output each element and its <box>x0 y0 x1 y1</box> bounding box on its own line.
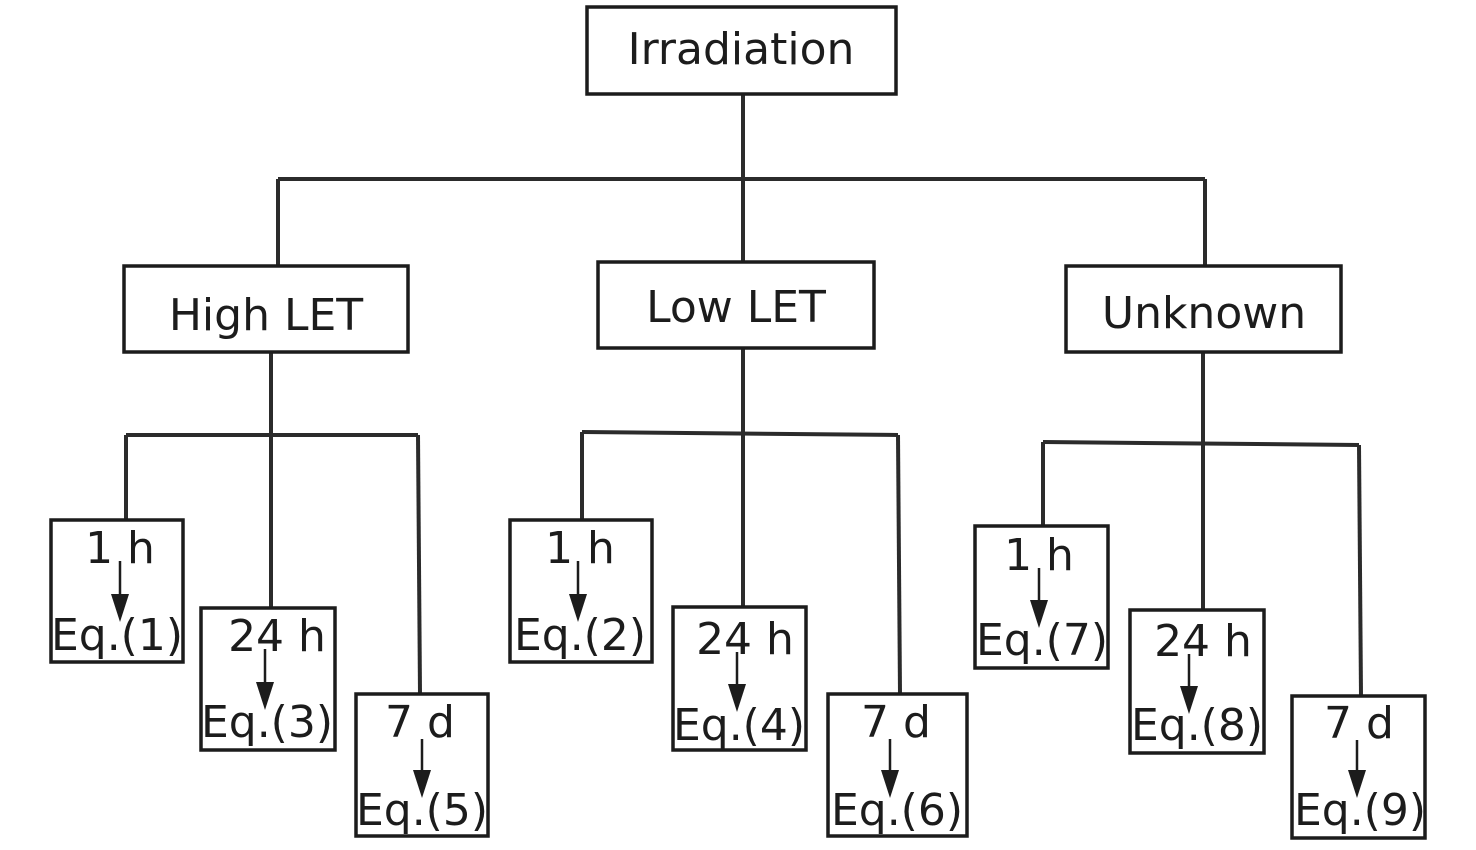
unknown-bus-line <box>1042 440 1360 447</box>
leaf-equation-label: Eq.(3) <box>201 697 333 748</box>
leaf-box <box>826 692 969 838</box>
leaf-box <box>508 518 654 664</box>
low-let-bus-line <box>581 430 899 437</box>
arrow-down-icon <box>1348 770 1366 798</box>
branch-box <box>122 264 410 354</box>
root-node: Irradiation <box>585 5 898 96</box>
leaf-time-label: 7 d <box>861 697 931 748</box>
branch-box <box>1064 264 1343 354</box>
leaf-low-let-1h: 1 h Eq.(2) <box>508 518 654 664</box>
leaf-time-label: 7 d <box>385 697 455 748</box>
branch-box <box>596 260 876 350</box>
leaf-box <box>199 606 337 752</box>
leaf-time-label: 7 d <box>1324 698 1394 749</box>
leaf-box <box>49 518 185 664</box>
unknown-drop-7d-line <box>1357 444 1363 697</box>
arrow-down-icon <box>728 684 746 712</box>
leaf-unknown-1h: 1 h Eq.(7) <box>973 524 1110 670</box>
leaf-low-let-24h: 24 h Eq.(4) <box>671 605 808 752</box>
arrow-down-icon <box>111 594 129 622</box>
branch-label: Low LET <box>646 282 826 333</box>
branch-unknown: Unknown <box>1064 264 1343 354</box>
arrow-down-icon <box>881 770 899 798</box>
connectors <box>124 94 1363 697</box>
leaf-high-let-1h: 1 h Eq.(1) <box>49 518 185 664</box>
leaf-equation-label: Eq.(9) <box>1294 785 1426 836</box>
leaf-high-let-24h: 24 h Eq.(3) <box>199 606 337 752</box>
arrow-down-icon <box>569 594 587 622</box>
arrow-down-icon <box>256 682 274 710</box>
leaf-low-let-7d: 7 d Eq.(6) <box>826 692 969 838</box>
leaf-unknown-7d: 7 d Eq.(9) <box>1290 694 1427 840</box>
leaf-equation-label: Eq.(7) <box>976 615 1108 666</box>
arrow-down-icon <box>413 770 431 798</box>
leaf-unknown-24h: 24 h Eq.(8) <box>1128 608 1266 755</box>
leaf-equation-label: Eq.(4) <box>673 700 805 751</box>
leaf-box <box>1290 694 1427 840</box>
leaf-box <box>973 524 1110 670</box>
leaf-time-label: 24 h <box>228 611 326 662</box>
branch-high-let: High LET <box>122 264 410 354</box>
leaf-box <box>671 605 808 752</box>
arrow-down-icon <box>1030 600 1048 628</box>
leaf-equation-label: Eq.(1) <box>51 610 183 661</box>
leaf-high-let-7d: 7 d Eq.(5) <box>354 692 490 838</box>
low-let-drop-7d-line <box>896 434 902 695</box>
leaf-equation-label: Eq.(2) <box>514 610 646 661</box>
branch-label: Unknown <box>1102 288 1306 339</box>
leaf-equation-label: Eq.(6) <box>831 785 963 836</box>
root-label: Irradiation <box>628 24 855 75</box>
leaf-equation-label: Eq.(8) <box>1131 700 1263 751</box>
arrow-down-icon <box>1180 686 1198 714</box>
branch-low-let: Low LET <box>596 260 876 350</box>
leaf-time-label: 24 h <box>1154 616 1252 667</box>
branch-label: High LET <box>169 290 363 341</box>
leaf-time-label: 1 h <box>545 523 615 574</box>
leaf-box <box>1128 608 1266 755</box>
leaf-equation-label: Eq.(5) <box>356 785 488 836</box>
leaf-time-label: 24 h <box>696 614 794 665</box>
root-box <box>585 5 898 96</box>
high-let-drop-7d-line <box>416 434 422 695</box>
